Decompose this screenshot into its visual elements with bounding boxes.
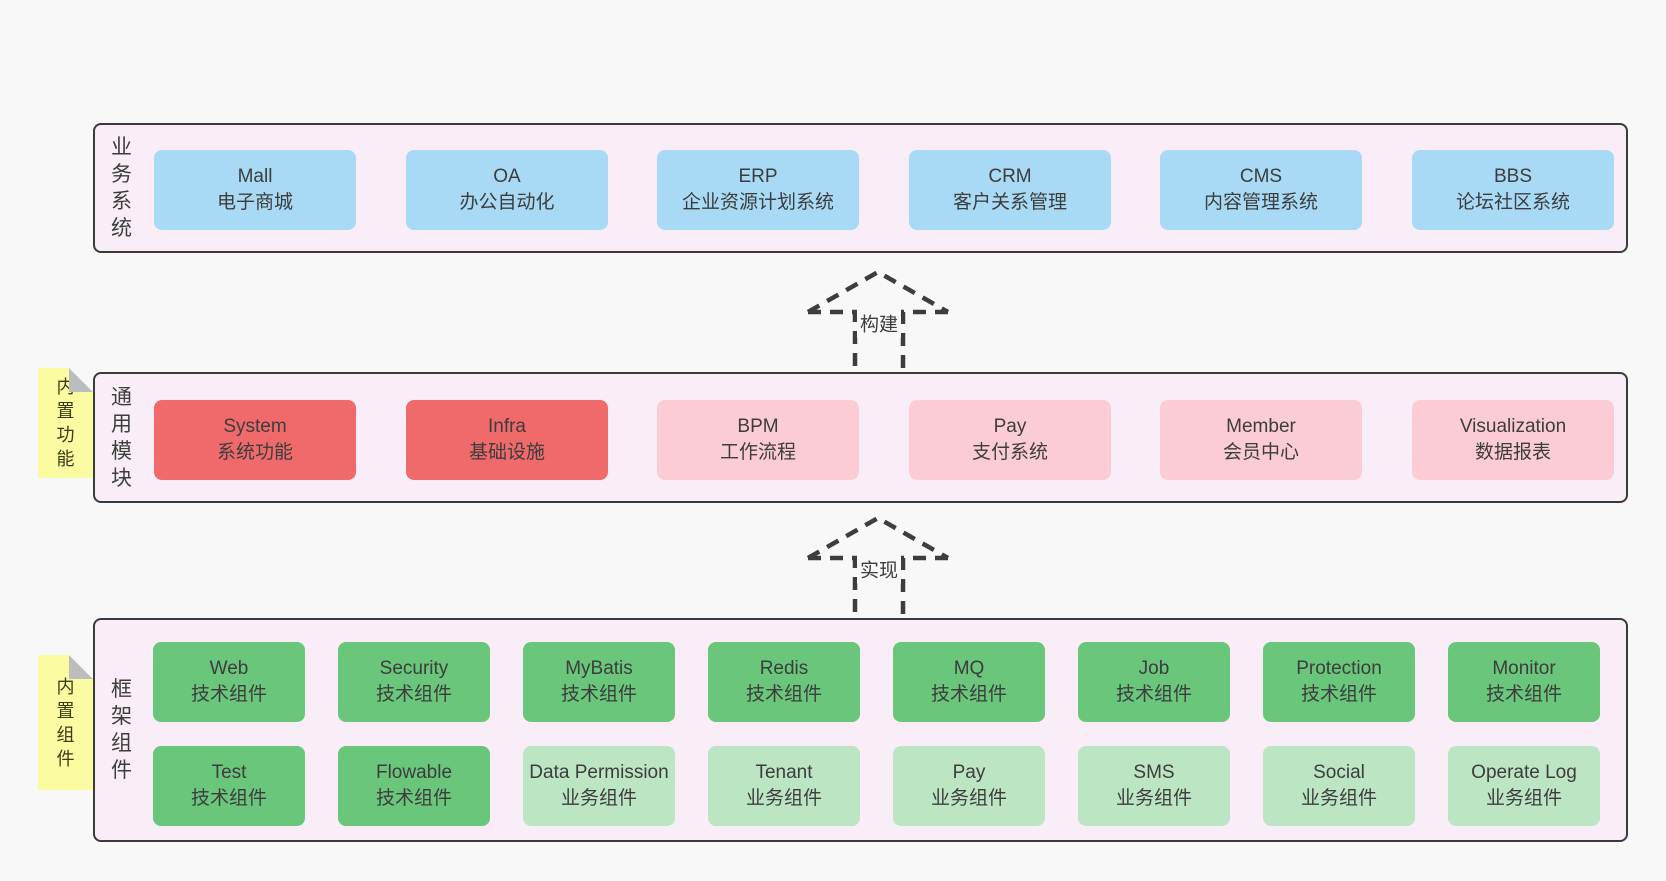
box-title: Infra	[487, 416, 527, 437]
box-subtitle: 技术组件	[190, 788, 267, 809]
box-erp: ERP 企业资源计划系统	[657, 150, 859, 230]
layer-label-common-modules: 通用模块	[111, 385, 132, 490]
box-subtitle: 业务组件	[560, 788, 637, 809]
box-title: Monitor	[1492, 658, 1556, 679]
box-subtitle: 技术组件	[930, 684, 1007, 705]
box-subtitle: 办公自动化	[459, 192, 555, 213]
box-sms: SMS 业务组件	[1078, 746, 1230, 826]
box-title: Redis	[759, 658, 809, 679]
box-subtitle: 技术组件	[1115, 684, 1192, 705]
box-subtitle: 会员中心	[1222, 442, 1299, 463]
box-title: Job	[1138, 658, 1170, 679]
box-oa: OA 办公自动化	[406, 150, 608, 230]
box-title: Member	[1226, 416, 1296, 437]
box-subtitle: 数据报表	[1474, 442, 1551, 463]
box-subtitle: 支付系统	[971, 442, 1048, 463]
box-title: System	[223, 416, 287, 437]
box-data-permission: Data Permission 业务组件	[523, 746, 675, 826]
box-subtitle: 技术组件	[375, 788, 452, 809]
box-title: MyBatis	[565, 658, 633, 679]
layer-label-framework-components: 框架组件	[111, 678, 132, 782]
box-bbs: BBS 论坛社区系统	[1412, 150, 1614, 230]
layer-label-business-systems: 业务系统	[111, 136, 132, 240]
box-title: Pay	[993, 416, 1027, 437]
box-title: Social	[1313, 762, 1365, 783]
box-social: Social 业务组件	[1263, 746, 1415, 826]
arrow-label-implement: 实现	[856, 554, 902, 584]
box-subtitle: 技术组件	[560, 684, 637, 705]
folded-corner-icon	[69, 655, 93, 679]
box-title: Visualization	[1459, 416, 1567, 437]
box-crm: CRM 客户关系管理	[909, 150, 1111, 230]
box-test: Test 技术组件	[153, 746, 305, 826]
box-title: CMS	[1239, 166, 1283, 187]
sticky-note-builtin-features: 内置功能	[38, 368, 93, 478]
box-bpm: BPM 工作流程	[657, 400, 859, 480]
box-subtitle: 内容管理系统	[1203, 192, 1318, 213]
folded-corner-icon	[69, 368, 93, 392]
box-subtitle: 企业资源计划系统	[681, 192, 834, 213]
box-mybatis: MyBatis 技术组件	[523, 642, 675, 722]
layer-framework-components: 框架组件 Web 技术组件 Security 技术组件 MyBatis 技术组件…	[93, 618, 1628, 842]
arrow-label-build: 构建	[856, 308, 902, 338]
box-title: Test	[211, 762, 247, 783]
box-title: Pay	[952, 762, 986, 783]
box-subtitle: 技术组件	[1300, 684, 1377, 705]
box-subtitle: 基础设施	[468, 442, 545, 463]
box-title: MQ	[953, 658, 985, 679]
box-mall: Mall 电子商城	[154, 150, 356, 230]
box-subtitle: 技术组件	[190, 684, 267, 705]
box-title: CRM	[988, 166, 1032, 187]
box-security: Security 技术组件	[338, 642, 490, 722]
box-title: ERP	[738, 166, 778, 187]
box-subtitle: 论坛社区系统	[1455, 192, 1570, 213]
box-system: System 系统功能	[154, 400, 356, 480]
box-subtitle: 业务组件	[1300, 788, 1377, 809]
box-title: Operate Log	[1471, 762, 1577, 783]
box-redis: Redis 技术组件	[708, 642, 860, 722]
box-title: Flowable	[375, 762, 453, 783]
sticky-note-text: 内置组件	[56, 676, 75, 769]
box-monitor: Monitor 技术组件	[1448, 642, 1600, 722]
box-cms: CMS 内容管理系统	[1160, 150, 1362, 230]
box-job: Job 技术组件	[1078, 642, 1230, 722]
box-subtitle: 业务组件	[1485, 788, 1562, 809]
box-title: Protection	[1296, 658, 1382, 679]
box-flowable: Flowable 技术组件	[338, 746, 490, 826]
box-title: Web	[209, 658, 249, 679]
box-title: Security	[379, 658, 449, 679]
box-tenant: Tenant 业务组件	[708, 746, 860, 826]
box-infra: Infra 基础设施	[406, 400, 608, 480]
layer-common-modules: 通用模块 System 系统功能 Infra 基础设施 BPM 工作流程 Pay…	[93, 372, 1628, 503]
box-pay-business: Pay 业务组件	[893, 746, 1045, 826]
arrow-up-build-icon	[806, 269, 950, 372]
box-mq: MQ 技术组件	[893, 642, 1045, 722]
box-subtitle: 技术组件	[745, 684, 822, 705]
box-visualization: Visualization 数据报表	[1412, 400, 1614, 480]
box-subtitle: 客户关系管理	[952, 192, 1067, 213]
box-title: SMS	[1133, 762, 1175, 783]
box-subtitle: 业务组件	[745, 788, 822, 809]
box-title: Data Permission	[529, 762, 669, 783]
box-pay: Pay 支付系统	[909, 400, 1111, 480]
box-subtitle: 电子商城	[216, 192, 293, 213]
arrow-up-implement-icon	[806, 515, 950, 618]
box-subtitle: 系统功能	[216, 442, 293, 463]
box-title: BBS	[1493, 166, 1533, 187]
box-web: Web 技术组件	[153, 642, 305, 722]
box-subtitle: 技术组件	[1485, 684, 1562, 705]
box-title: Mall	[237, 166, 273, 187]
box-member: Member 会员中心	[1160, 400, 1362, 480]
box-title: BPM	[737, 416, 779, 437]
box-subtitle: 业务组件	[1115, 788, 1192, 809]
box-subtitle: 技术组件	[375, 684, 452, 705]
box-subtitle: 工作流程	[719, 442, 796, 463]
box-title: OA	[493, 166, 521, 187]
box-operate-log: Operate Log 业务组件	[1448, 746, 1600, 826]
sticky-note-builtin-components: 内置组件	[38, 655, 93, 790]
box-title: Tenant	[755, 762, 813, 783]
box-protection: Protection 技术组件	[1263, 642, 1415, 722]
layer-business-systems: 业务系统 Mall 电子商城 OA 办公自动化 ERP 企业资源计划系统 CRM…	[93, 123, 1628, 253]
box-subtitle: 业务组件	[930, 788, 1007, 809]
